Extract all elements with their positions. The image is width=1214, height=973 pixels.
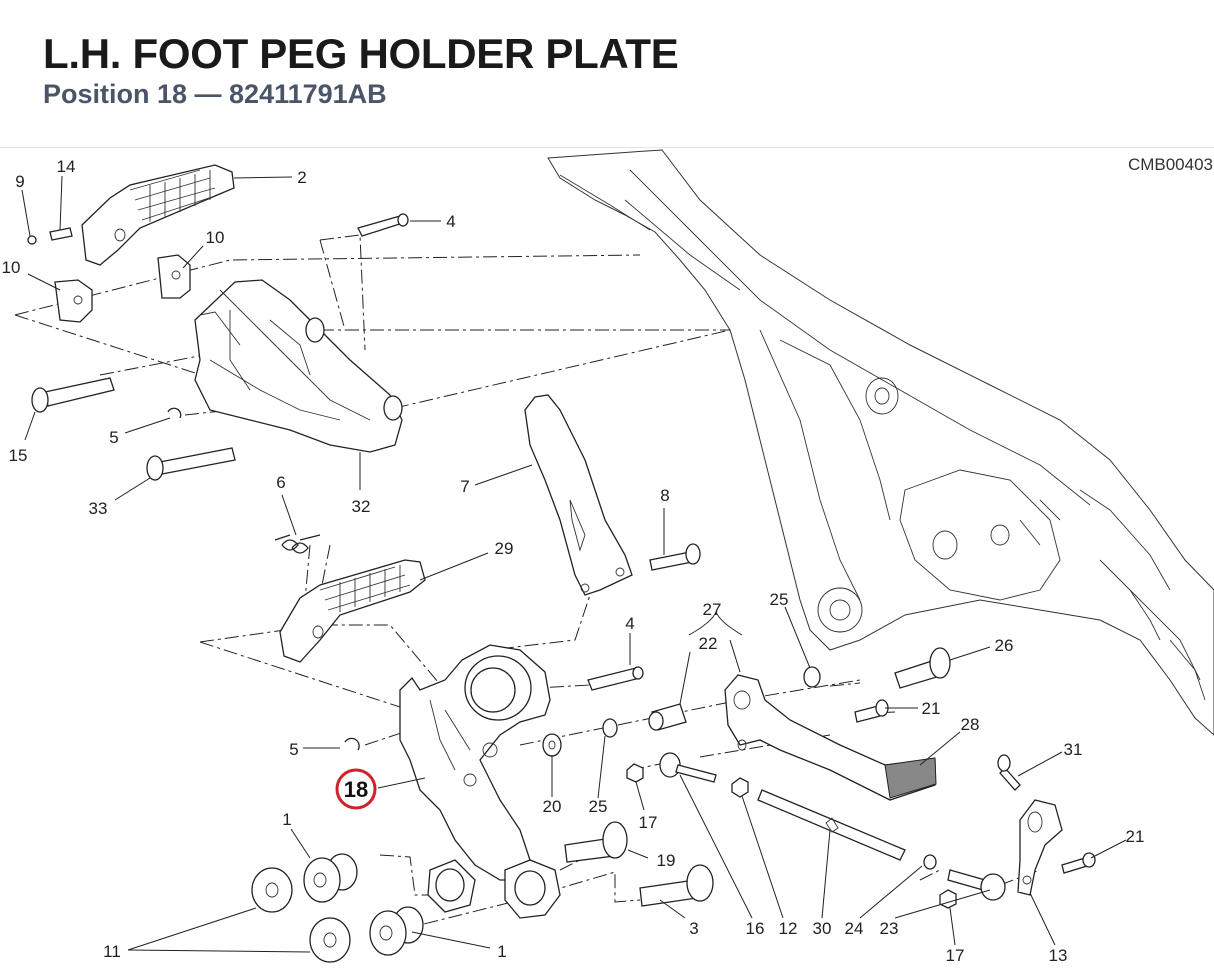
frame-outline xyxy=(547,149,1214,736)
heel-guard xyxy=(524,394,633,596)
part-label: 26 xyxy=(995,636,1014,655)
part-label: 31 xyxy=(1064,740,1083,759)
part-label: 7 xyxy=(460,477,469,496)
part-label: 12 xyxy=(779,919,798,938)
holder-plate-18 xyxy=(399,644,561,919)
part-label: 24 xyxy=(845,919,864,938)
washer-20 xyxy=(542,733,562,757)
part-label: 22 xyxy=(699,634,718,653)
part-label: 17 xyxy=(639,813,658,832)
exploded-parts-diagram: CMB00403 xyxy=(2,149,1214,965)
washer-25b xyxy=(803,666,821,688)
part-label: 1 xyxy=(497,942,506,961)
part-label: 25 xyxy=(770,590,789,609)
leader-lines xyxy=(21,175,1127,953)
part-label: 30 xyxy=(813,919,832,938)
rod-end-16 xyxy=(659,752,717,783)
part-label: 25 xyxy=(589,797,608,816)
clip-lower xyxy=(344,737,360,751)
washer-25a xyxy=(602,718,618,738)
part-label: 6 xyxy=(276,473,285,492)
part-label: 11 xyxy=(103,942,121,961)
part-label: 2 xyxy=(297,168,306,187)
rod-end-23 xyxy=(947,869,1006,901)
part-label: 13 xyxy=(1049,946,1068,965)
part-label: 17 xyxy=(946,946,965,965)
part-label: 21 xyxy=(1126,827,1145,846)
part-label: 3 xyxy=(689,919,698,938)
rod-30 xyxy=(757,789,906,861)
bolt-3 xyxy=(639,864,714,907)
part-label: 4 xyxy=(625,614,634,633)
nut-17b xyxy=(939,889,957,909)
foot-peg-upper xyxy=(81,164,235,266)
part-label: 8 xyxy=(660,486,669,505)
highlighted-position-marker: 18 xyxy=(335,768,377,810)
part-label: 1 xyxy=(282,810,291,829)
bolt-8 xyxy=(649,543,701,571)
bolt-33 xyxy=(146,447,236,481)
part-label: 16 xyxy=(746,919,765,938)
part-label: 14 xyxy=(57,157,76,176)
nut-14 xyxy=(731,777,749,798)
bushing-1a xyxy=(303,853,358,903)
foot-peg-lower xyxy=(279,559,426,663)
part-label: 9 xyxy=(15,172,24,191)
bushing-1b xyxy=(369,906,424,956)
part-label: 5 xyxy=(109,428,118,447)
part-label: 5 xyxy=(289,740,298,759)
clip-upper xyxy=(167,407,182,419)
part-label: 32 xyxy=(352,497,371,516)
page-subtitle: Position 18 — 82411791AB xyxy=(43,79,387,109)
washer-11a xyxy=(251,867,293,913)
pin-upper xyxy=(357,213,409,237)
spring-detent xyxy=(49,227,73,241)
highlight-circle xyxy=(335,768,377,810)
bolt-21b xyxy=(1061,852,1096,874)
part-label: 10 xyxy=(206,228,225,247)
bolt-31 xyxy=(997,754,1021,791)
part-label: 29 xyxy=(495,539,514,558)
part-label: 4 xyxy=(446,212,455,231)
pin-lower xyxy=(587,666,644,691)
part-label: 21 xyxy=(922,699,941,718)
highlight-label: 18 xyxy=(344,777,368,802)
upper-holder xyxy=(194,279,403,453)
part-label: 10 xyxy=(2,258,21,277)
part-label: 23 xyxy=(880,919,899,938)
gear-lever xyxy=(724,674,937,801)
bolt-13 xyxy=(31,377,115,413)
part-label: 19 xyxy=(657,851,676,870)
nut-17a xyxy=(626,763,644,783)
drawing-code: CMB00403 xyxy=(1128,155,1213,174)
bolt-21a xyxy=(854,699,889,723)
spring-6 xyxy=(274,534,321,554)
part-label: 27 xyxy=(703,600,722,619)
gear-lever-arm-15 xyxy=(1017,799,1063,896)
plate-10a xyxy=(157,254,191,299)
bolt-19 xyxy=(564,821,628,863)
brace-27 xyxy=(688,610,743,636)
part-label: 20 xyxy=(543,797,562,816)
page-title: L.H. FOOT PEG HOLDER PLATE xyxy=(43,30,679,77)
nut-24 xyxy=(923,854,937,870)
part-label: 28 xyxy=(961,715,980,734)
part-number-labels: 2 4 9 14 10 10 15 5 33 32 6 7 8 29 4 27 … xyxy=(2,157,1145,965)
ball xyxy=(27,235,37,245)
bolt-26 xyxy=(894,647,951,689)
plate-10b xyxy=(54,279,93,323)
page-header: L.H. FOOT PEG HOLDER PLATE Position 18 —… xyxy=(0,0,1214,148)
washer-11b xyxy=(309,917,351,963)
part-label: 15 xyxy=(9,446,28,465)
part-label: 33 xyxy=(89,499,108,518)
